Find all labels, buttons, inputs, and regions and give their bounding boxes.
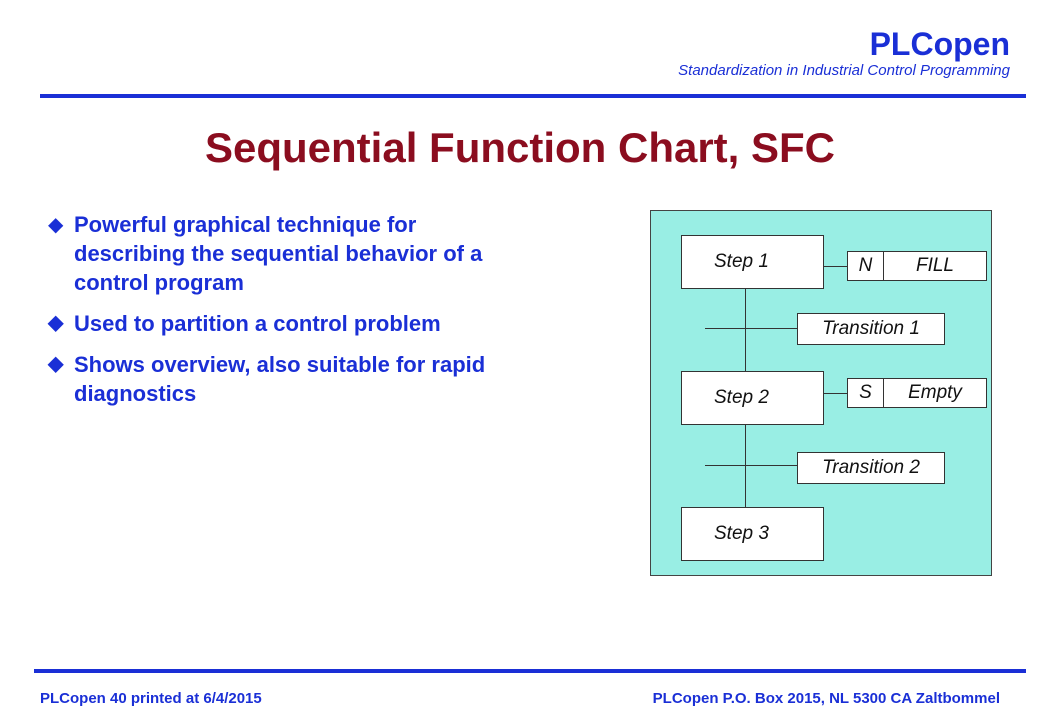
step-box: Step 3 [681, 507, 824, 561]
transition-bar [705, 465, 797, 466]
bullet-item: ◆ Shows overview, also suitable for rapi… [48, 350, 518, 408]
bullet-text: Shows overview, also suitable for rapid … [74, 352, 486, 406]
footer-divider [34, 669, 1026, 673]
action-qualifier: S [848, 379, 884, 407]
footer-page-info: PLCopen 40 printed at 6/4/2015 [40, 690, 262, 707]
step-label: Step 2 [714, 387, 769, 408]
diamond-bullet-icon: ◆ [48, 312, 64, 334]
brand-name: PLCopen [869, 26, 1010, 62]
bullet-item: ◆ Powerful graphical technique for descr… [48, 210, 518, 297]
transition-label: Transition 1 [822, 318, 920, 339]
action-qualifier: N [848, 252, 884, 280]
transition-box: Transition 2 [797, 452, 945, 484]
action-name: FILL [915, 255, 955, 276]
footer-address: PLCopen P.O. Box 2015, NL 5300 CA Zaltbo… [652, 690, 1000, 707]
slide-title: Sequential Function Chart, SFC [204, 124, 836, 171]
action-connector [824, 266, 847, 267]
bullet-text: Powerful graphical technique for describ… [74, 212, 483, 295]
transition-label: Transition 2 [822, 457, 920, 478]
transition-box: Transition 1 [797, 313, 945, 345]
header-divider [40, 94, 1026, 98]
step-label: Step 3 [714, 523, 769, 544]
bullet-text: Used to partition a control problem [74, 311, 441, 336]
sfc-diagram: Step 1 N FILL Transition 1 Step 2 S Empt… [650, 210, 992, 576]
step-box: Step 1 [681, 235, 824, 289]
bullet-list: ◆ Powerful graphical technique for descr… [48, 210, 518, 420]
diamond-bullet-icon: ◆ [48, 353, 64, 375]
transition-bar [705, 328, 797, 329]
brand-header: PLCopen Standardization in Industrial Co… [678, 26, 1010, 80]
action-name: Empty [908, 382, 962, 403]
bullet-item: ◆ Used to partition a control problem [48, 309, 518, 338]
action-block: N FILL [847, 251, 987, 281]
diamond-bullet-icon: ◆ [48, 212, 64, 236]
action-connector [824, 393, 847, 394]
step-box: Step 2 [681, 371, 824, 425]
action-block: S Empty [847, 378, 987, 408]
brand-tagline: Standardization in Industrial Control Pr… [678, 62, 1010, 79]
step-label: Step 1 [714, 251, 769, 272]
